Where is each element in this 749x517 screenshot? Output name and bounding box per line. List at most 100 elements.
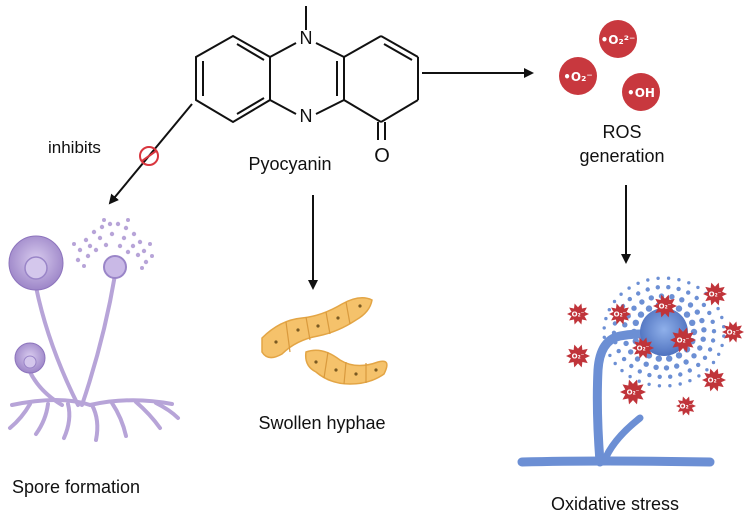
swollen-hyphae-label: Swollen hyphae bbox=[258, 413, 385, 433]
spore-dot bbox=[629, 363, 634, 369]
spore-dot bbox=[619, 292, 623, 296]
spore-dot bbox=[653, 364, 659, 370]
spore-dot bbox=[628, 374, 632, 379]
stress-star-icon bbox=[632, 337, 654, 359]
spore-dot bbox=[678, 372, 683, 377]
spore-dot bbox=[711, 360, 716, 365]
spore-dot bbox=[637, 379, 641, 383]
spore-dot bbox=[668, 384, 672, 388]
stress-star-label: O₂⁻ bbox=[627, 389, 640, 397]
spore-dot bbox=[607, 308, 611, 312]
spore-dot bbox=[687, 302, 694, 308]
spore-dot bbox=[716, 306, 720, 311]
spore-dot bbox=[691, 353, 697, 359]
spore-dot bbox=[630, 328, 638, 336]
spore-dot bbox=[656, 276, 660, 280]
spore-dot bbox=[700, 336, 706, 342]
spore-dot bbox=[657, 384, 662, 388]
spore-dot bbox=[613, 361, 617, 366]
stress-star-icon bbox=[566, 344, 590, 368]
spore-dot bbox=[705, 368, 709, 372]
stress-star-label: O₂⁻ bbox=[708, 377, 721, 385]
spore-dot bbox=[694, 295, 699, 301]
spore-dot bbox=[663, 365, 670, 371]
spore-dot bbox=[604, 316, 608, 321]
spore-dot bbox=[720, 343, 724, 348]
spore-dot bbox=[720, 315, 724, 320]
stress-star-label: O₂⁻ bbox=[677, 337, 690, 345]
spore-dot bbox=[668, 374, 673, 379]
spore-dot bbox=[608, 353, 612, 358]
spore-dot bbox=[683, 359, 689, 365]
spore-dot bbox=[669, 294, 675, 300]
spore-dot bbox=[655, 355, 662, 362]
spore-dot bbox=[688, 379, 692, 383]
spore-dot bbox=[655, 285, 660, 290]
spore-dot bbox=[666, 355, 673, 362]
spore-dot bbox=[707, 347, 713, 352]
spore-dot bbox=[674, 363, 680, 369]
spore-dot bbox=[666, 285, 671, 290]
spore-dot bbox=[697, 345, 703, 351]
spore-dot bbox=[648, 295, 654, 301]
spore-dot bbox=[676, 286, 681, 292]
spore-dot bbox=[612, 299, 617, 304]
stress-star-label: O₂⁻ bbox=[659, 303, 672, 311]
spore-dot bbox=[645, 305, 653, 312]
stress-star-label: O₂⁻ bbox=[637, 345, 650, 353]
spore-dot bbox=[647, 372, 652, 378]
spore-dot bbox=[613, 340, 618, 345]
inhibits-label: inhibits bbox=[48, 138, 101, 157]
stress-star-label: O₂⁻ bbox=[680, 403, 693, 411]
spore-dot bbox=[647, 382, 651, 386]
spore-dot bbox=[677, 278, 681, 282]
spore-dot bbox=[717, 352, 721, 356]
spore-dot bbox=[621, 331, 627, 337]
spore-dot bbox=[697, 374, 701, 378]
oxygen-label: O bbox=[374, 145, 390, 167]
spore-dot bbox=[699, 317, 705, 324]
spore-dot bbox=[710, 319, 715, 324]
inhibit-icon bbox=[139, 146, 159, 166]
spore-dot bbox=[657, 374, 662, 379]
spore-dot bbox=[623, 340, 629, 347]
spore-dot bbox=[637, 369, 642, 374]
spore-dot bbox=[683, 311, 691, 318]
stress-star-label: O₂⁻ bbox=[727, 329, 740, 337]
stress-star-icon bbox=[703, 282, 727, 306]
spore-dot bbox=[602, 335, 606, 339]
spore-dot bbox=[612, 321, 618, 326]
stress-star-icon bbox=[567, 303, 589, 325]
swollen-hyphae-icon bbox=[261, 297, 388, 385]
spore-dot bbox=[634, 356, 641, 362]
oxidative-stress-label: Oxidative stress bbox=[551, 494, 679, 514]
stress-star-icon bbox=[609, 303, 631, 325]
spore-dot bbox=[604, 344, 608, 349]
spore-dot bbox=[636, 291, 641, 296]
ros-peroxide-icon: •O₂²⁻ bbox=[599, 20, 637, 58]
stress-star-label: O₂⁻ bbox=[572, 353, 585, 361]
spore-dot bbox=[636, 281, 640, 285]
spore-dot bbox=[710, 338, 716, 343]
spore-fungus-icon bbox=[8, 218, 180, 442]
oxidative-fungus-icon: O₂⁻O₂⁻O₂⁻O₂⁻O₂⁻O₂⁻O₂⁻O₂⁻O₂⁻O₂⁻O₂⁻ bbox=[517, 276, 744, 467]
spore-dot bbox=[722, 334, 726, 338]
spore-dot bbox=[628, 349, 634, 355]
spore-dot bbox=[701, 327, 707, 333]
spore-dot bbox=[686, 290, 691, 295]
spore-dot bbox=[696, 285, 700, 290]
nitrogen-bottom-label: N bbox=[300, 106, 313, 126]
spore-dot bbox=[687, 368, 692, 373]
spore-dot bbox=[627, 296, 632, 302]
stress-star-icon bbox=[702, 368, 726, 392]
spore-dot bbox=[711, 329, 717, 334]
spore-dot bbox=[707, 310, 712, 316]
spore-dot bbox=[616, 348, 621, 354]
spore-dot bbox=[666, 276, 671, 280]
spore-dot bbox=[643, 361, 649, 367]
spore-dot bbox=[678, 382, 682, 386]
stress-star-label: O₂⁻ bbox=[709, 291, 722, 299]
spore-dot bbox=[646, 278, 650, 282]
nitrogen-top-label: N bbox=[300, 28, 313, 48]
